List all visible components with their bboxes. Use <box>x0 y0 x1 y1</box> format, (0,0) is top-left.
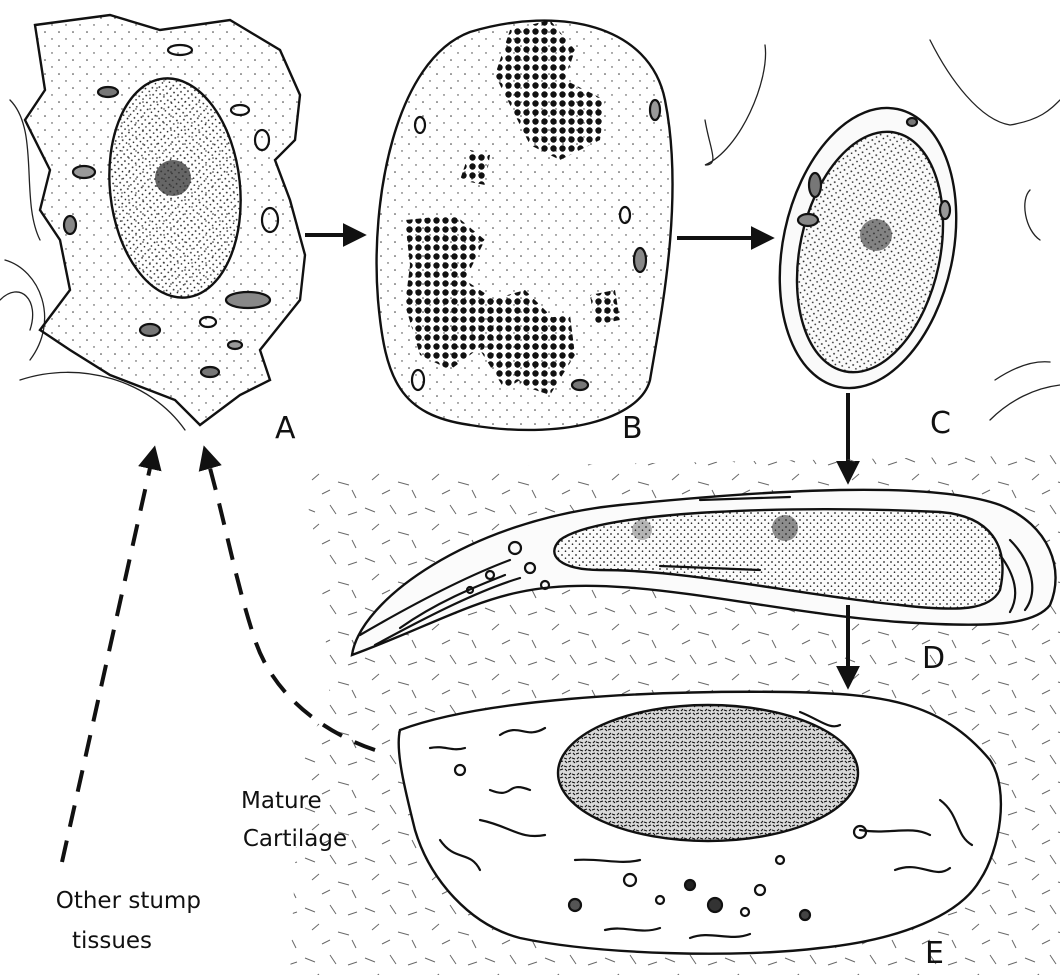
panel-b-label: B <box>622 411 643 446</box>
panel-c: C <box>755 91 980 441</box>
panel-a-label: A <box>275 411 296 446</box>
panel-d-nucleolus <box>772 515 798 541</box>
panel-e-label: E <box>925 936 944 971</box>
panel-a-nucleolus <box>155 160 191 196</box>
other-stump-tissues-line-2: tissues <box>72 928 152 954</box>
panel-c-nucleolus <box>860 219 892 251</box>
dashed-arrow-other-tissues <box>62 450 154 862</box>
mature-cartilage-line-1: Mature <box>241 788 322 814</box>
panel-d-label: D <box>922 641 945 676</box>
panel-e-nucleus <box>558 705 858 841</box>
panel-c-label: C <box>930 406 951 441</box>
panel-b: B <box>377 20 673 446</box>
other-stump-tissues-line-1: Other stump <box>56 888 201 914</box>
panel-d-chromatin <box>632 520 652 540</box>
panel-a: A <box>0 15 305 446</box>
other-stump-tissues-label: Other stump tissues <box>56 888 209 954</box>
mature-cartilage-line-2: Cartilage <box>243 826 347 852</box>
